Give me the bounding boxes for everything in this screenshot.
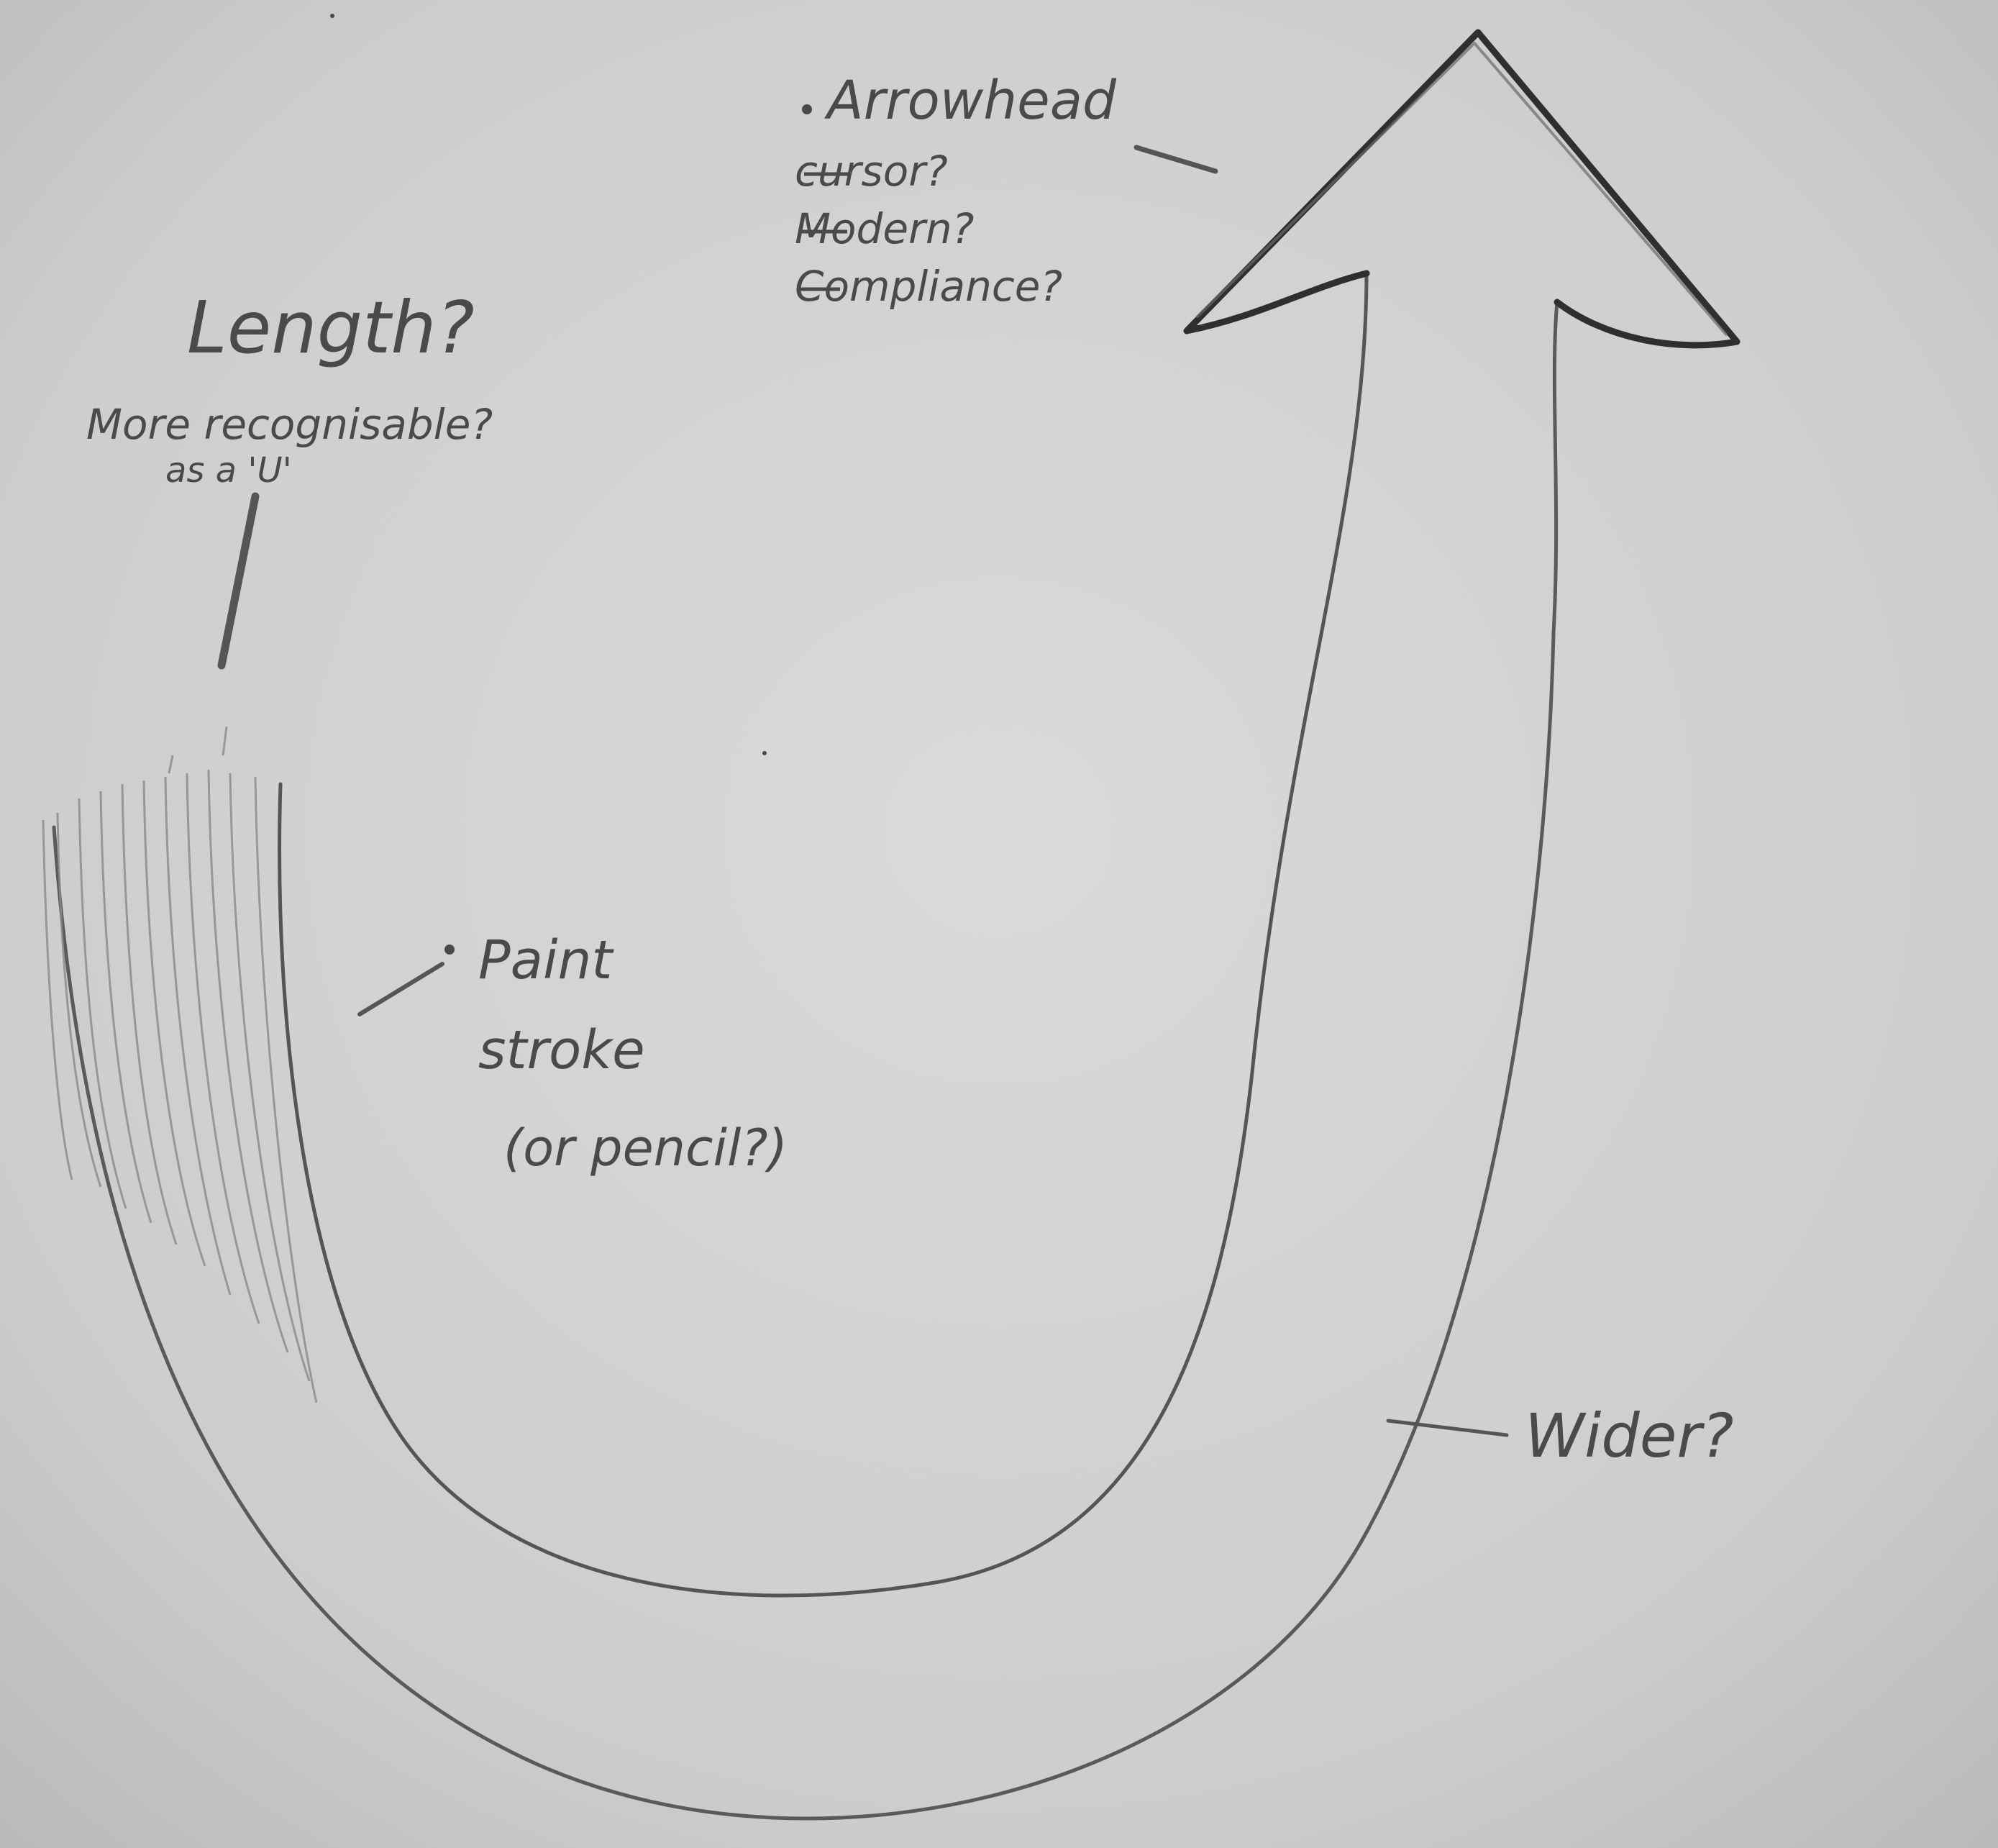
arrowhead-title: Arrowhead <box>824 70 1117 132</box>
arrowhead-shading <box>1196 42 1728 336</box>
bullet-dot <box>444 945 455 955</box>
length-note-line-2: as a 'U' <box>165 450 292 491</box>
path-line-3: (or pencil?) <box>503 1119 788 1178</box>
tail-hatching <box>42 726 318 1403</box>
width-label: Wider? <box>1525 1401 1734 1471</box>
arrow-outer-edge <box>52 300 1559 1821</box>
bullet-dot <box>802 104 812 114</box>
length-note-line-1: More recognisable? <box>86 400 493 449</box>
u-turn-arrow <box>52 29 1741 1821</box>
path-note: Paint stroke (or pencil?) <box>444 929 788 1178</box>
arrowhead-option-3: Compliance? <box>795 262 1062 311</box>
path-connector <box>357 962 444 1016</box>
arrowhead-option-1: cursor? <box>795 147 948 196</box>
path-line-1: Paint <box>478 929 614 991</box>
width-connector <box>1386 1419 1509 1437</box>
arrowhead <box>1183 29 1741 349</box>
width-note: Wider? <box>1525 1401 1734 1471</box>
annotation-connectors <box>217 145 1509 1437</box>
arrowhead-note: Arrowhead cursor? Modern? Compliance? <box>795 70 1117 311</box>
pencil-specks <box>330 14 767 755</box>
arrowhead-connector <box>1133 145 1218 174</box>
length-connector <box>217 492 260 670</box>
arrow-inner-edge <box>278 271 1369 1598</box>
path-line-2: stroke <box>478 1019 645 1081</box>
length-note: Length? More recognisable? as a 'U' <box>86 286 493 491</box>
length-title: Length? <box>187 286 475 370</box>
arrowhead-option-2: Modern? <box>795 204 974 253</box>
